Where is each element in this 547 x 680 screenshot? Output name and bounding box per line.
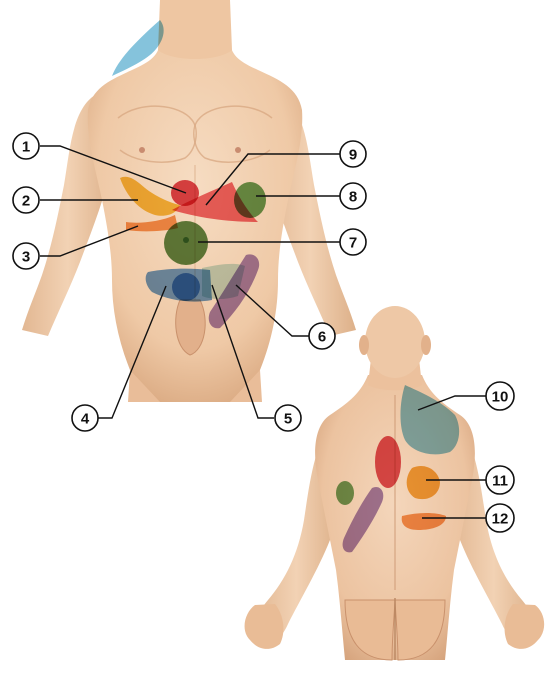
back-right-hand — [244, 604, 284, 649]
callout-9: 9 — [339, 140, 367, 168]
callout-4-label: 4 — [81, 411, 90, 428]
zone-back-purple — [342, 486, 384, 553]
zone-back-green — [336, 481, 354, 505]
callout-10-label: 10 — [492, 389, 509, 406]
front-figure — [22, 0, 356, 402]
front-nipple-right — [139, 147, 145, 153]
front-right-arm — [22, 95, 114, 336]
callout-1-label: 1 — [22, 139, 30, 156]
leader-3 — [40, 225, 139, 257]
callout-6: 6 — [308, 322, 336, 350]
zone-12 — [401, 513, 446, 530]
callout-4: 4 — [71, 404, 99, 432]
callout-3: 3 — [12, 242, 40, 270]
callout-2: 2 — [12, 186, 40, 214]
leader-9 — [205, 153, 340, 206]
callout-6-label: 6 — [318, 329, 326, 346]
back-pain-zones — [336, 385, 460, 553]
zone-2 — [120, 176, 180, 216]
callout-12: 12 — [485, 503, 515, 533]
leader-10 — [417, 395, 486, 411]
callout-7-label: 7 — [349, 235, 357, 252]
front-chest-contour-2 — [193, 105, 273, 163]
back-left-hand — [504, 604, 545, 649]
callout-8-label: 8 — [349, 189, 357, 206]
zone-10 — [400, 385, 460, 455]
front-genitals — [175, 299, 206, 356]
zone-11 — [406, 465, 440, 500]
zone-shoulder-front — [112, 20, 164, 76]
navel — [183, 237, 189, 243]
zone-3 — [126, 215, 178, 232]
callout-5-label: 5 — [284, 411, 292, 428]
zone-6 — [208, 254, 260, 329]
callout-2-label: 2 — [22, 193, 30, 210]
callout-11: 11 — [485, 465, 515, 495]
leader-6 — [235, 284, 309, 337]
callout-12-label: 12 — [492, 511, 509, 528]
front-neck — [158, 0, 232, 59]
front-pain-zones — [112, 20, 266, 329]
front-chest-contour — [117, 105, 197, 163]
callout-1: 1 — [12, 132, 40, 160]
callout-5: 5 — [274, 404, 302, 432]
callout-11-label: 11 — [492, 473, 508, 490]
front-nipple-left — [235, 147, 241, 153]
callout-10: 10 — [485, 381, 515, 411]
front-thighs — [128, 370, 262, 402]
zone-back-red — [375, 436, 401, 488]
zone-4-core — [172, 273, 200, 301]
back-ear-left — [421, 335, 431, 355]
back-head — [365, 306, 425, 378]
callout-9-label: 9 — [349, 147, 357, 164]
callout-3-label: 3 — [22, 249, 30, 266]
zone-8 — [234, 182, 266, 218]
leader-5 — [211, 284, 274, 419]
leader-1 — [40, 145, 187, 194]
callout-7: 7 — [339, 228, 367, 256]
callout-8: 8 — [339, 182, 367, 210]
back-ear-right — [359, 335, 369, 355]
